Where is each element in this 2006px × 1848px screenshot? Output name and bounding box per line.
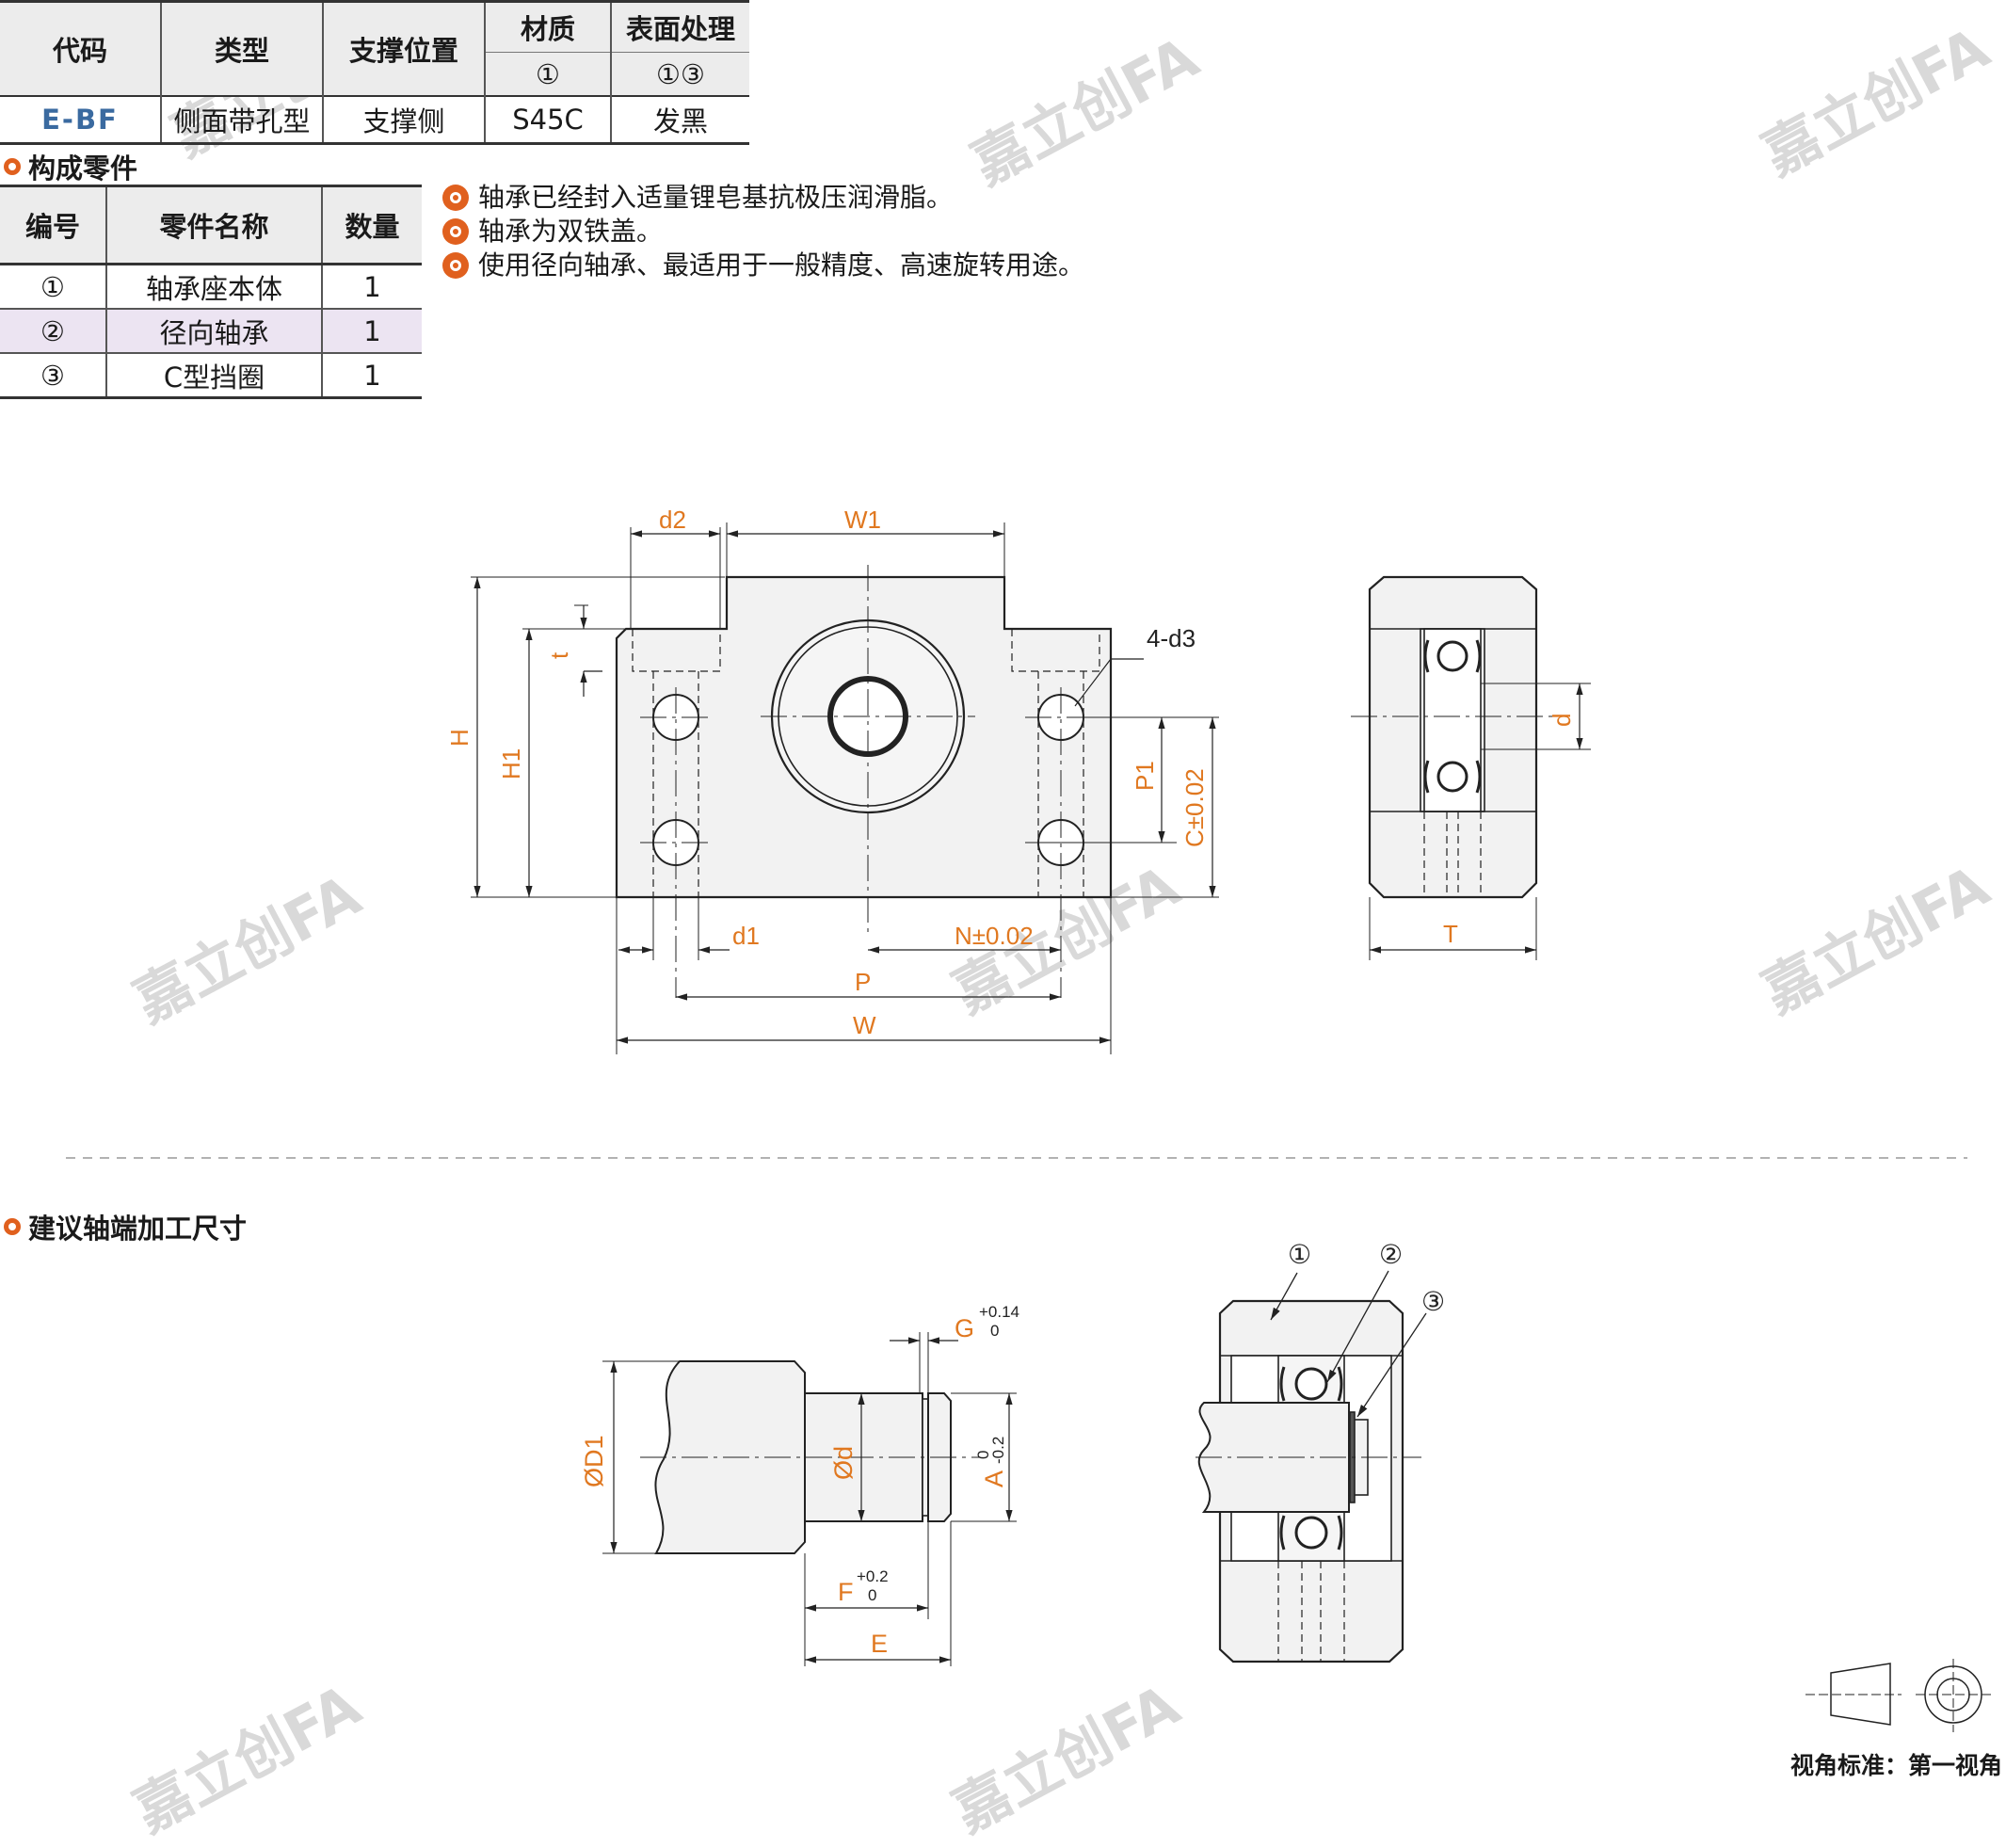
cell-surface: 发黑	[611, 95, 749, 145]
header-support: 支撑位置	[323, 0, 486, 96]
header-material: 材质	[485, 0, 612, 53]
first-angle-projection-icon	[1805, 1659, 1991, 1732]
table-row: E-BF 侧面带孔型 支撑侧 S45C 发黑	[0, 95, 749, 145]
bullet-icon	[442, 185, 469, 211]
note-item: 使用径向轴承、最适用于一般精度、高速旋转用途。	[442, 249, 1084, 282]
cell-qty: 1	[322, 264, 422, 310]
note-text: 使用径向轴承、最适用于一般精度、高速旋转用途。	[478, 249, 1085, 281]
note-item: 轴承为双铁盖。	[442, 215, 1084, 249]
label-t: t	[545, 651, 573, 659]
header-name: 零件名称	[106, 185, 323, 265]
label-T: T	[1443, 920, 1458, 948]
table-row: ③ C型挡圈 1	[0, 353, 422, 399]
callout-1: ①	[1288, 1240, 1311, 1269]
cell-no: ①	[0, 264, 107, 310]
bullet-icon	[442, 252, 469, 279]
subheader-material: ①	[485, 52, 612, 96]
table-row: ① 轴承座本体 1	[0, 264, 422, 310]
label-D1: ØD1	[580, 1435, 608, 1487]
parts-title-text: 构成零件	[28, 153, 138, 185]
label-G-tol-upper: +0.14	[979, 1303, 1019, 1321]
note-text: 轴承已经封入适量锂皂基抗极压润滑脂。	[478, 182, 954, 213]
header-type: 类型	[161, 0, 324, 96]
spec-table: 代码 类型 支撑位置 材质 表面处理 ① ①③ E-BF 侧面带孔型 支撑侧 S…	[0, 0, 749, 145]
callout-3: ③	[1421, 1287, 1445, 1316]
label-F-tol-lower: 0	[868, 1586, 876, 1604]
label-W1: W1	[844, 506, 881, 534]
bullet-icon	[442, 218, 469, 245]
header-qty: 数量	[322, 185, 422, 265]
table-row: ② 径向轴承 1	[0, 309, 422, 354]
label-A-tol-lower: -0.2	[989, 1437, 1007, 1464]
shaft-section-title: 建议轴端加工尺寸	[4, 1207, 247, 1246]
header-code: 代码	[0, 0, 162, 96]
label-G-tol-lower: 0	[990, 1322, 999, 1340]
label-E: E	[871, 1630, 888, 1658]
note-text: 轴承为双铁盖。	[478, 216, 664, 247]
cell-material: S45C	[485, 95, 612, 145]
cell-name: C型挡圈	[106, 353, 323, 399]
note-item: 轴承已经封入适量锂皂基抗极压润滑脂。	[442, 181, 1084, 215]
notes-list: 轴承已经封入适量锂皂基抗极压润滑脂。 轴承为双铁盖。 使用径向轴承、最适用于一般…	[442, 181, 1084, 282]
cell-code: E-BF	[0, 95, 162, 145]
label-H1: H1	[497, 748, 525, 779]
label-N: N±0.02	[955, 922, 1034, 950]
label-shaft-d: Ød	[829, 1446, 858, 1480]
subheader-surface: ①③	[611, 52, 749, 96]
label-A: A	[980, 1470, 1008, 1487]
label-G: G	[955, 1314, 974, 1342]
label-F: F	[838, 1578, 854, 1606]
cell-qty: 1	[322, 309, 422, 354]
label-P: P	[855, 968, 871, 996]
header-surface: 表面处理	[611, 0, 749, 53]
cell-type: 侧面带孔型	[161, 95, 324, 145]
callout-2: ②	[1379, 1240, 1403, 1269]
label-d1: d1	[732, 922, 760, 950]
label-4-d3: 4-d3	[1147, 624, 1196, 652]
label-H: H	[445, 729, 473, 747]
label-d2: d2	[659, 506, 686, 534]
label-W: W	[853, 1011, 876, 1039]
cell-qty: 1	[322, 353, 422, 399]
label-P1: P1	[1131, 761, 1159, 791]
view-standard: 视角标准：第一视角	[1789, 1752, 2002, 1779]
parts-section-title: 构成零件	[4, 147, 137, 186]
cell-name: 轴承座本体	[106, 264, 323, 310]
parts-table: 编号 零件名称 数量 ① 轴承座本体 1 ② 径向轴承 1 ③ C型挡圈 1	[0, 185, 422, 399]
cell-no: ③	[0, 353, 107, 399]
header-no: 编号	[0, 185, 107, 265]
label-A-tol-upper: 0	[974, 1451, 992, 1459]
cell-name: 径向轴承	[106, 309, 323, 354]
technical-drawing: d2 W1 4-d3 t H H1 P1 C±0.02 d d1 N±0.02 …	[66, 506, 1991, 1732]
label-C: C±0.02	[1180, 768, 1209, 847]
shaft-title-text: 建议轴端加工尺寸	[28, 1213, 248, 1245]
cell-no: ②	[0, 309, 107, 354]
section-marker-icon	[4, 1218, 21, 1235]
section-marker-icon	[4, 158, 21, 175]
cell-support: 支撑侧	[323, 95, 486, 145]
label-F-tol-upper: +0.2	[857, 1567, 889, 1585]
label-d: d	[1548, 714, 1576, 727]
